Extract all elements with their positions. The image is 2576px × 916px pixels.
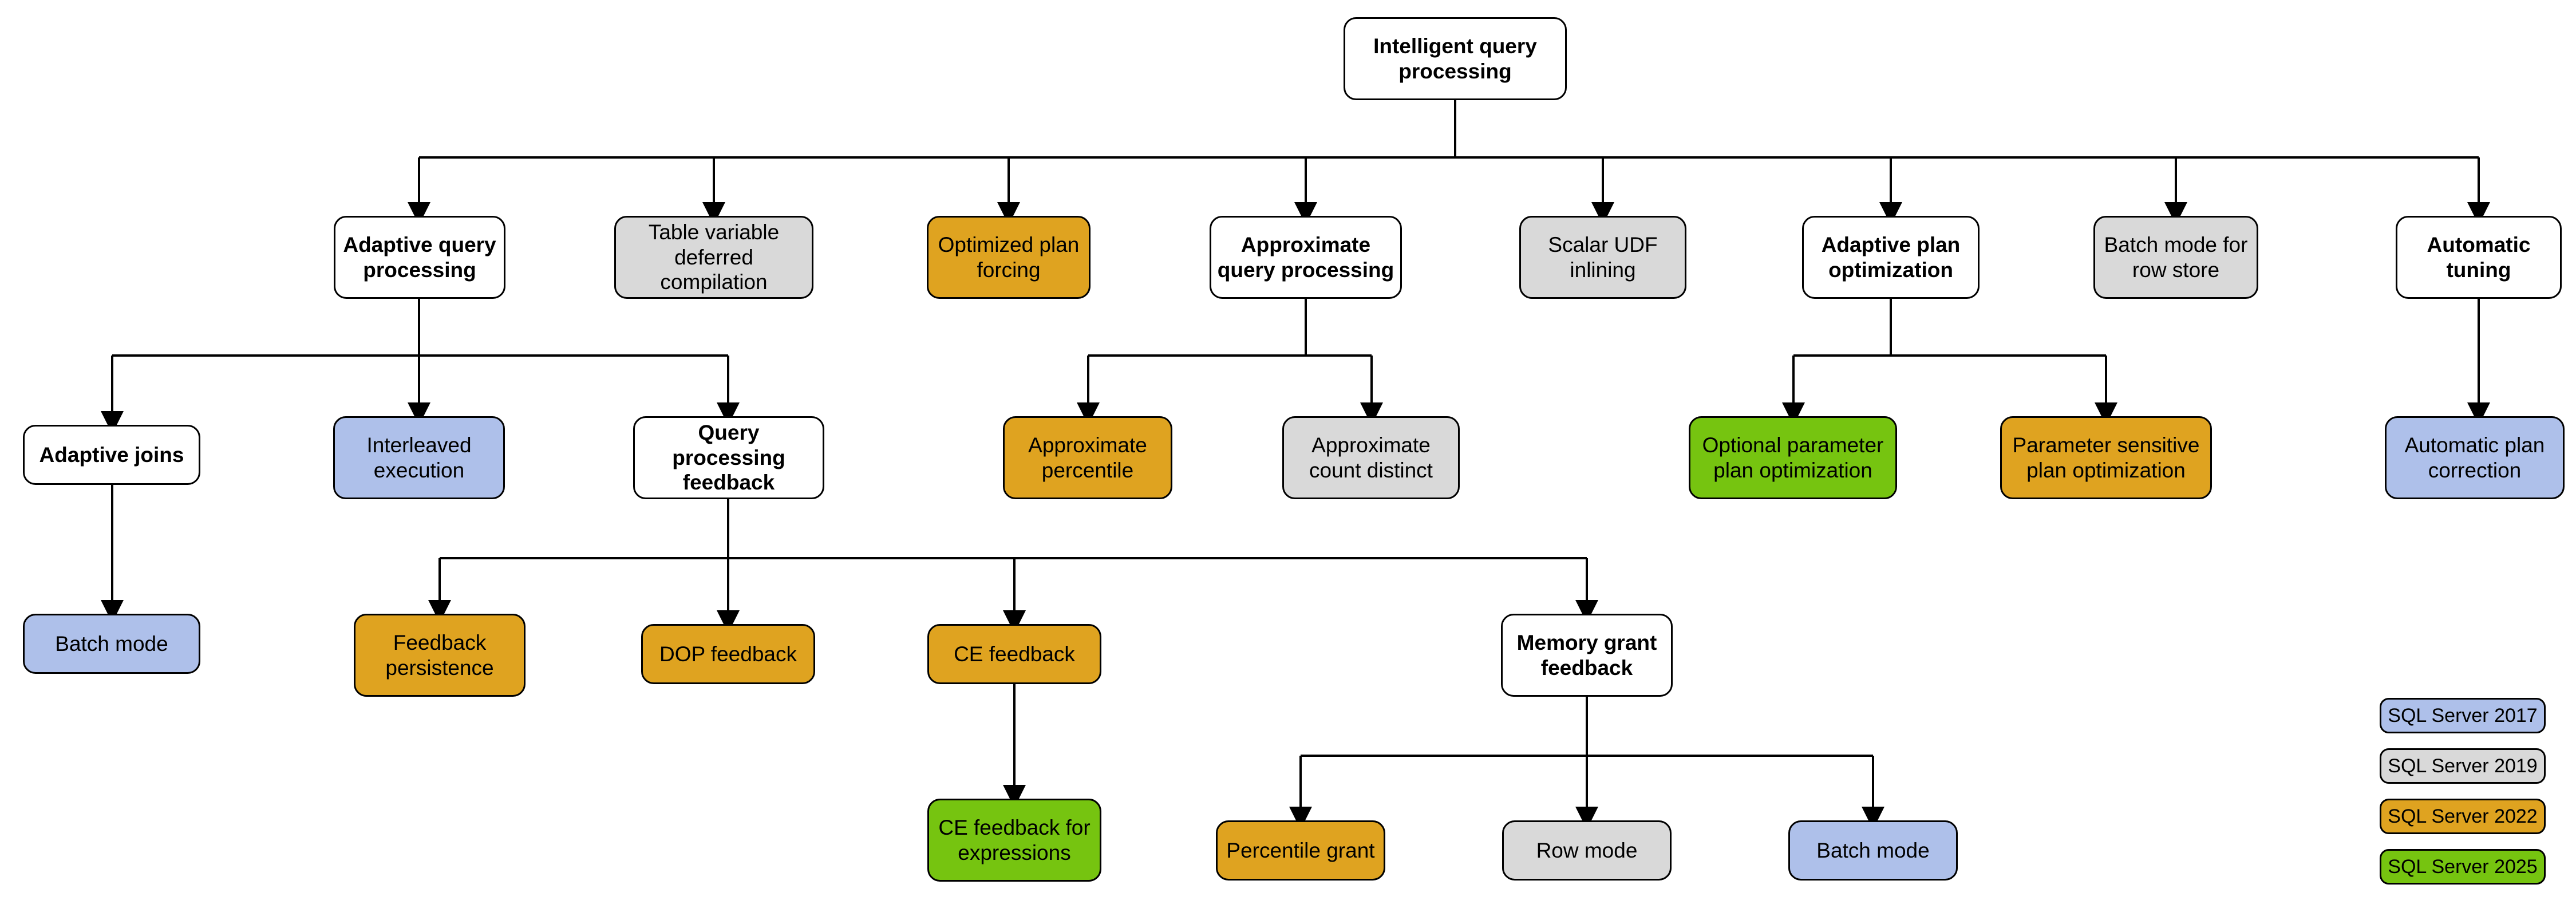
node-scalar-udf-inlining[interactable]: Scalar UDF inlining bbox=[1519, 216, 1686, 299]
node-row-mode[interactable]: Row mode bbox=[1502, 820, 1672, 881]
legend-item-sql-server-2022: SQL Server 2022 bbox=[2380, 799, 2546, 834]
node-ce-feedback[interactable]: CE feedback bbox=[927, 624, 1101, 684]
node-adaptive-plan-optimization[interactable]: Adaptive plan optimization bbox=[1802, 216, 1980, 299]
node-parameter-sensitive-plan-optimization[interactable]: Parameter sensitive plan optimization bbox=[2000, 416, 2212, 499]
node-query-processing-feedback[interactable]: Query processing feedback bbox=[633, 416, 824, 499]
node-batch-mode-memory-grant[interactable]: Batch mode bbox=[1788, 820, 1958, 881]
node-intelligent-query-processing[interactable]: Intelligent query processing bbox=[1344, 17, 1567, 100]
legend-item-sql-server-2019: SQL Server 2019 bbox=[2380, 748, 2546, 784]
legend-item-sql-server-2017: SQL Server 2017 bbox=[2380, 698, 2546, 733]
node-adaptive-query-processing[interactable]: Adaptive query processing bbox=[334, 216, 505, 299]
node-approximate-query-processing[interactable]: Approximate query processing bbox=[1210, 216, 1402, 299]
node-approximate-percentile[interactable]: Approximate percentile bbox=[1003, 416, 1172, 499]
node-interleaved-execution[interactable]: Interleaved execution bbox=[333, 416, 505, 499]
node-automatic-tuning[interactable]: Automatic tuning bbox=[2396, 216, 2562, 299]
node-optional-parameter-plan-optimization[interactable]: Optional parameter plan optimization bbox=[1689, 416, 1897, 499]
node-feedback-persistence[interactable]: Feedback persistence bbox=[354, 614, 526, 697]
node-approximate-count-distinct[interactable]: Approximate count distinct bbox=[1282, 416, 1460, 499]
node-memory-grant-feedback[interactable]: Memory grant feedback bbox=[1501, 614, 1673, 697]
node-ce-feedback-for-expressions[interactable]: CE feedback for expressions bbox=[927, 799, 1101, 882]
legend-item-sql-server-2025: SQL Server 2025 bbox=[2380, 849, 2546, 885]
node-optimized-plan-forcing[interactable]: Optimized plan forcing bbox=[927, 216, 1091, 299]
node-automatic-plan-correction[interactable]: Automatic plan correction bbox=[2385, 416, 2565, 499]
node-dop-feedback[interactable]: DOP feedback bbox=[641, 624, 815, 684]
node-table-variable-deferred-compilation[interactable]: Table variable deferred compilation bbox=[614, 216, 813, 299]
node-adaptive-joins[interactable]: Adaptive joins bbox=[23, 425, 200, 485]
node-percentile-grant[interactable]: Percentile grant bbox=[1216, 820, 1385, 881]
node-batch-mode-for-row-store[interactable]: Batch mode for row store bbox=[2093, 216, 2258, 299]
node-batch-mode-adaptive-joins[interactable]: Batch mode bbox=[23, 614, 200, 674]
